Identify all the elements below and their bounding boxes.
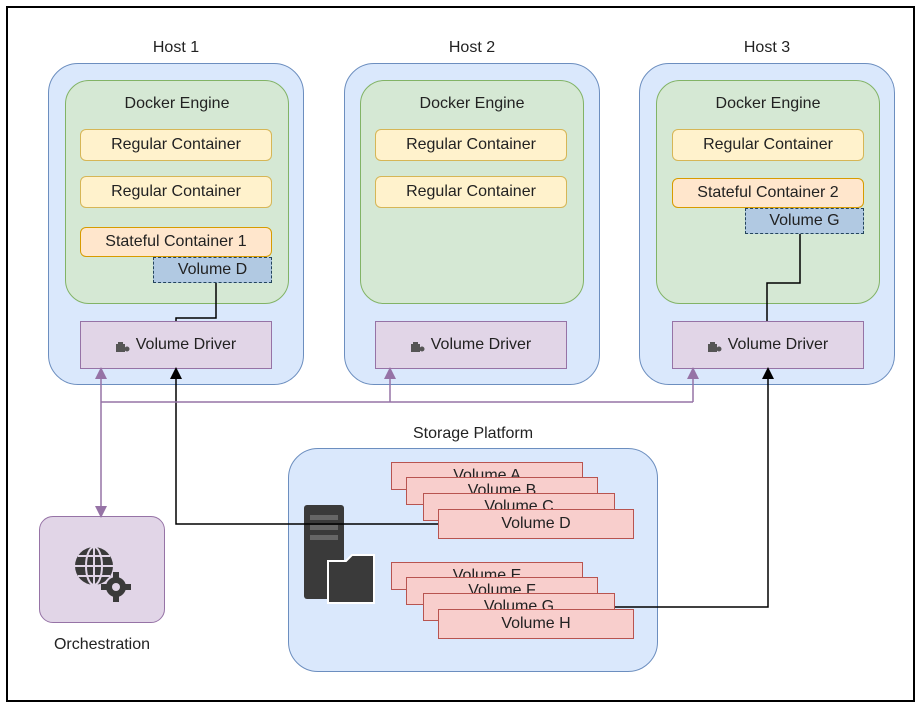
host-3-driver-label: Volume Driver	[727, 336, 829, 353]
host-1-stateful-container: Stateful Container 1	[80, 227, 272, 257]
host-3-regular-container-1: Regular Container	[672, 129, 864, 161]
host-2-engine-label: Docker Engine	[419, 95, 525, 112]
host-1-driver-label: Volume Driver	[135, 336, 237, 353]
host-1-regular-container-2: Regular Container	[80, 176, 272, 208]
host-3-engine-label: Docker Engine	[715, 95, 821, 112]
host-2-volume-driver: Volume Driver	[375, 321, 567, 369]
orchestration-label: Orchestration	[53, 636, 151, 653]
host-2-regular-container-2: Regular Container	[375, 176, 567, 208]
host-1-volume-d: Volume D	[153, 257, 272, 283]
host-1-volume-driver: Volume Driver	[80, 321, 272, 369]
host-3-stateful-container: Stateful Container 2	[672, 178, 864, 208]
host-1-label: Host 1	[152, 39, 200, 56]
host-3-volume-g: Volume G	[745, 208, 864, 234]
globe-gear-icon	[75, 546, 131, 602]
driver-icon	[115, 340, 130, 352]
driver-icon	[707, 340, 722, 352]
storage-volume-h: Volume H	[438, 609, 634, 639]
host-2-regular-container-1: Regular Container	[375, 129, 567, 161]
storage-volume-d: Volume D	[438, 509, 634, 539]
host-1-engine-label: Docker Engine	[124, 95, 230, 112]
host-1-regular-container-1: Regular Container	[80, 129, 272, 161]
server-folder-icon	[300, 505, 380, 605]
driver-icon	[410, 340, 425, 352]
host-2-driver-label: Volume Driver	[430, 336, 532, 353]
host-3-volume-driver: Volume Driver	[672, 321, 864, 369]
host-2-label: Host 2	[448, 39, 496, 56]
host-3-label: Host 3	[743, 39, 791, 56]
orchestration-node	[39, 516, 165, 623]
storage-platform-label: Storage Platform	[412, 425, 534, 442]
